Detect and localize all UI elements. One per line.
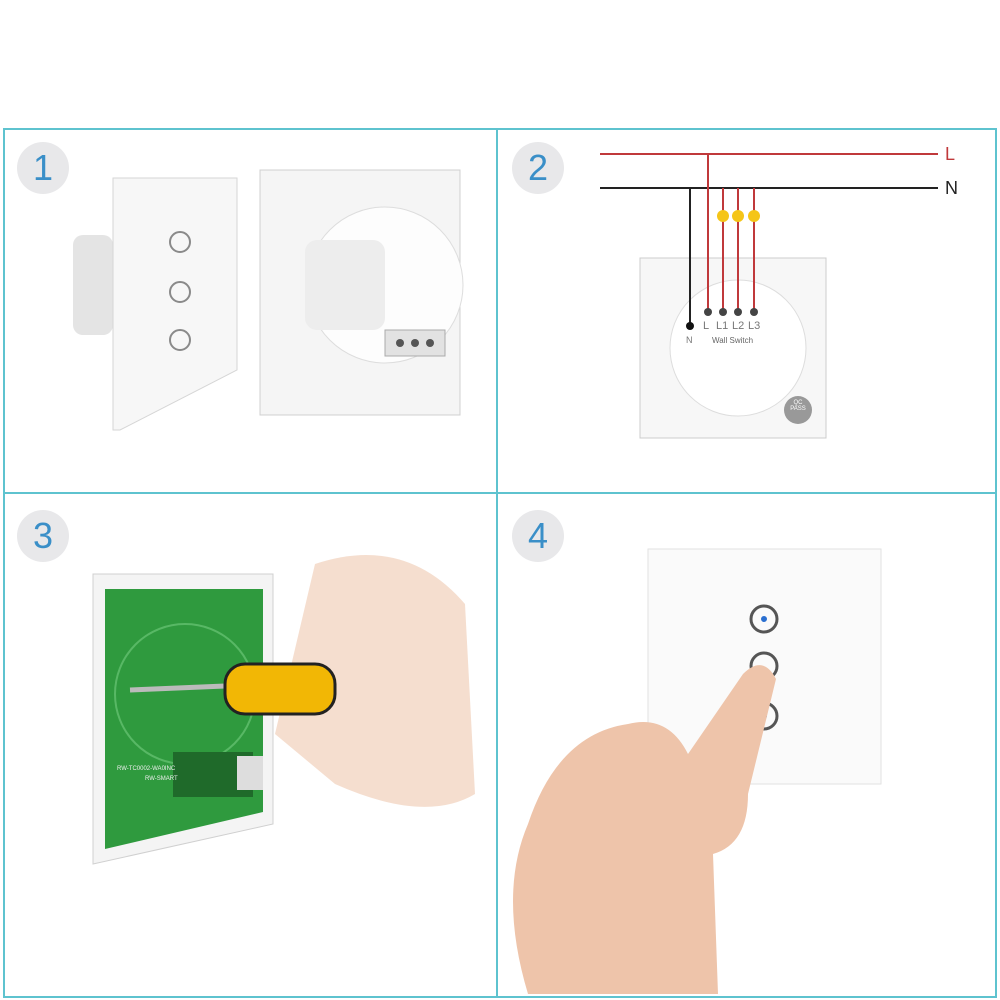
steps-frame [3,128,997,998]
step-3-panel: 3 RW-TC0002-WA0INC RW-SMART [5,494,496,994]
step-number-1: 1 [17,142,69,194]
step-number-2: 2 [512,142,564,194]
step-number-3: 3 [17,510,69,562]
terminal-label: L3 [748,320,761,332]
touch-switch-hand-illustration [513,548,882,994]
step-4-panel: 4 [498,494,995,994]
step-1-panel: 1 [5,130,496,492]
pass-label: QC PASS [790,400,806,412]
bulb-icon [717,210,760,222]
step-2-panel: 2 L N L L1 L2 L3 N Wall Switch QC PASS [498,130,995,492]
divider-horizontal [3,492,997,494]
switch-front-and-back-illustration [73,169,464,431]
pcb-screwdriver-illustration [92,555,475,865]
terminal-label: L [703,320,710,332]
divider-vertical [496,128,498,998]
touch-button-icon [169,231,191,351]
terminal-label: L1 [716,320,729,332]
pcb-label: RW-SMART [145,776,178,782]
neutral-label: N [945,178,958,198]
step-number-4: 4 [512,510,564,562]
line-label: L [945,144,956,164]
device-label: Wall Switch [712,336,754,345]
wiring-diagram [600,153,938,439]
neutral-terminal-label: N [686,335,693,345]
screwdriver-icon [223,662,337,716]
terminal-label: L2 [732,320,745,332]
pcb-label: RW-TC0002-WA0INC [117,766,176,772]
